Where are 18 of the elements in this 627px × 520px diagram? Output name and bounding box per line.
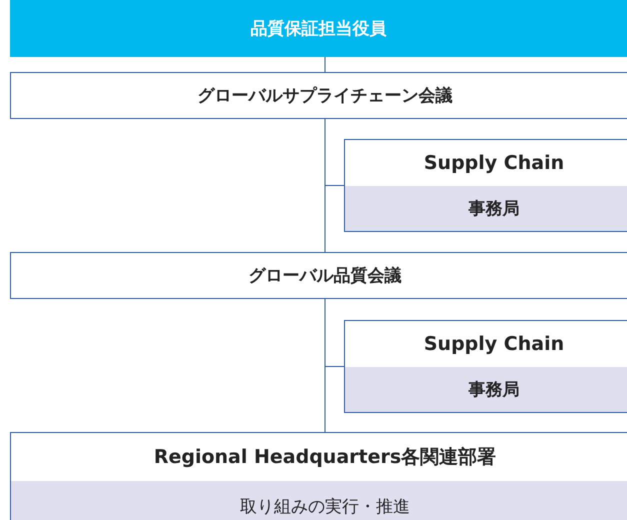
banner-title: 品質保証担当役員 [250,18,386,40]
connector-line [324,56,326,72]
organization-box [344,320,627,413]
organization-box [344,139,627,232]
role-text: 事務局 [468,378,520,401]
box-title: グローバルサプライチェーン会議 [198,85,452,107]
meeting-box [10,72,627,119]
executive-banner [10,0,627,57]
role-text: 事務局 [468,198,520,220]
meeting-box [10,252,627,299]
organization-box [10,432,627,520]
box-title: Supply Chain [424,152,564,174]
box-title: Supply Chain [424,332,564,355]
role-text: 取り組みの実行・推進 [240,496,410,518]
box-title: Regional Headquarters各関連部署 [154,445,496,470]
connector-line [324,118,326,252]
box-title: グローバル品質会議 [248,265,402,287]
connector-line [324,298,326,432]
